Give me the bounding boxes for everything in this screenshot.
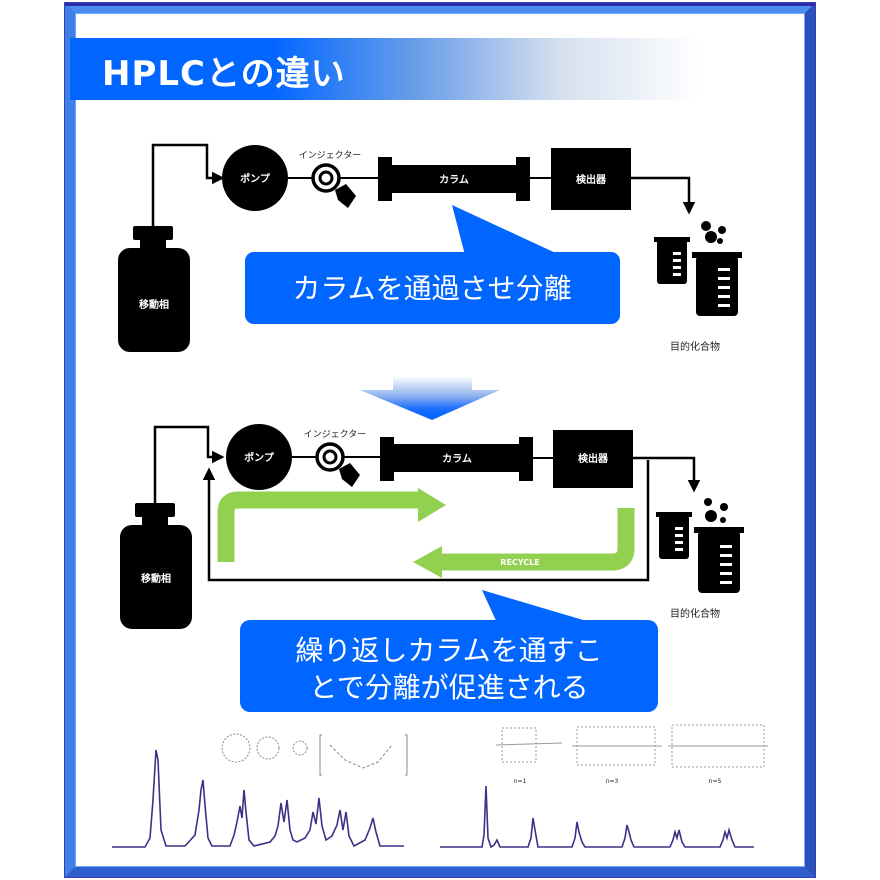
chromatogram-trace-left xyxy=(112,749,404,848)
label-n5: n=5 xyxy=(709,778,722,785)
tubing-detector-to-beaker xyxy=(631,176,696,215)
injector-icon xyxy=(311,163,356,208)
top-diagram: 移動相 ポンプ インジェクター カラム 検出器 xyxy=(118,143,742,353)
beaker-small-icon xyxy=(654,237,690,284)
product-label: 目的化合物 xyxy=(670,340,720,353)
callout-text-line2: とで分離が促進される xyxy=(309,671,588,704)
chromatogram-trace-right xyxy=(440,785,754,849)
bottom-diagram: 移動相 ポンプ インジェクター カラム 検出器 RECYCLE xyxy=(120,424,744,712)
detector-icon xyxy=(551,148,631,210)
detector-label: 検出器 xyxy=(576,173,607,186)
chromatogram-right: n=1 n=3 n=5 xyxy=(440,724,768,849)
recycle-label: RECYCLE xyxy=(500,558,539,567)
callout-text: カラムを通過させ分離 xyxy=(292,272,571,305)
slide-title: HPLCとの違い xyxy=(102,54,346,94)
molecule-structure-icons xyxy=(495,724,768,768)
recycle-return-line xyxy=(202,460,650,582)
callout-recycle-separation xyxy=(240,590,658,712)
injector-label: インジェクター xyxy=(304,429,367,440)
chromatogram-left xyxy=(112,733,408,848)
title-band xyxy=(70,38,700,100)
pump-label: ポンプ xyxy=(244,451,275,464)
callout-column-separation xyxy=(245,205,620,324)
beaker-small-icon xyxy=(656,512,692,559)
reservoir-bottle-icon xyxy=(118,226,190,352)
reservoir-bottle-icon xyxy=(120,503,192,629)
pump-icon xyxy=(226,424,292,490)
tubing-reservoir-to-pump xyxy=(153,425,225,506)
column-icon xyxy=(380,437,533,481)
detector-icon xyxy=(553,430,633,488)
callout-text-line1: 繰り返しカラムを通すこ xyxy=(295,634,602,667)
injector-icon xyxy=(315,442,360,487)
tubing-reservoir-to-pump xyxy=(151,143,225,228)
recycle-arrow-return-icon xyxy=(413,508,635,578)
beaker-large-icon xyxy=(694,498,744,593)
label-n3: n=3 xyxy=(606,778,619,785)
label-n1: n=1 xyxy=(514,778,527,785)
product-label: 目的化合物 xyxy=(670,607,720,620)
detector-label: 検出器 xyxy=(578,452,609,465)
column-icon xyxy=(378,157,530,201)
reservoir-label: 移動相 xyxy=(141,572,171,585)
pump-icon xyxy=(222,145,288,211)
tubing-detector-to-beaker xyxy=(633,456,701,493)
recycle-arrow-forward-icon xyxy=(217,488,446,562)
pump-label: ポンプ xyxy=(240,172,271,185)
reservoir-label: 移動相 xyxy=(139,298,169,311)
slide-frame xyxy=(65,3,815,877)
beaker-large-icon xyxy=(692,221,742,316)
injector-label: インジェクター xyxy=(299,150,362,161)
column-label: カラム xyxy=(442,453,472,465)
column-label: カラム xyxy=(439,174,469,186)
down-arrow-icon xyxy=(360,376,500,420)
molecule-ring-icons xyxy=(221,733,408,776)
